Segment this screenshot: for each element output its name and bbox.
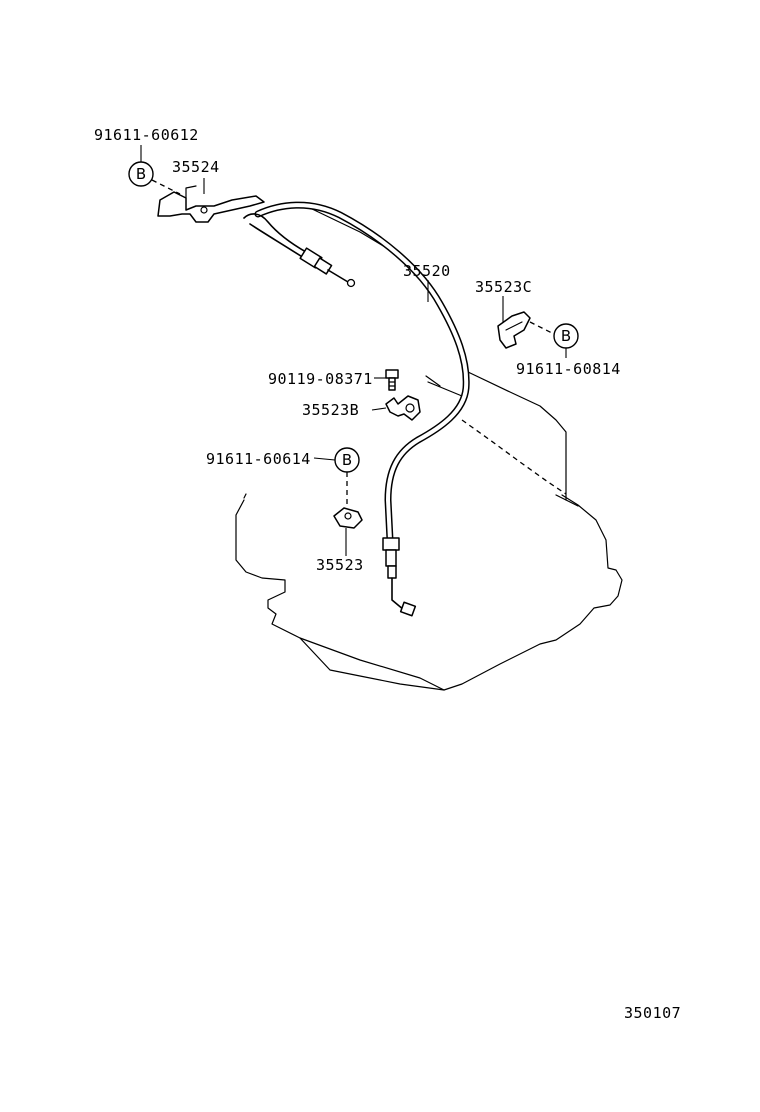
callout-b-2: B — [529, 321, 579, 358]
label-35524: 35524 — [172, 158, 220, 176]
label-90119-08371: 90119-08371 — [268, 370, 373, 388]
transmission-housing — [235, 207, 623, 691]
transmission-control-cable — [243, 201, 470, 617]
callout-b-2-letter: B — [561, 327, 571, 345]
label-35523b: 35523B — [302, 401, 359, 419]
label-91611-60612: 91611-60612 — [94, 126, 199, 144]
clip-35523 — [333, 507, 363, 529]
leader-lines — [203, 178, 504, 556]
callout-b-1-letter: B — [136, 165, 146, 183]
bolt-90119-08371 — [385, 369, 399, 391]
clip-35523c — [497, 311, 531, 349]
callout-b-1: B — [128, 145, 181, 195]
label-91611-60814: 91611-60814 — [516, 360, 621, 378]
label-35520: 35520 — [403, 262, 451, 280]
part-labels: 91611-60612 35524 35520 35523C 91611-608… — [94, 126, 681, 1022]
label-35523c: 35523C — [475, 278, 532, 296]
callout-b-3-letter: B — [342, 451, 352, 469]
bracket-35524 — [157, 185, 265, 223]
clamp-35523b — [385, 395, 421, 421]
label-91611-60614: 91611-60614 — [206, 450, 311, 468]
figure-number: 350107 — [624, 1004, 681, 1022]
label-35523: 35523 — [316, 556, 364, 574]
callout-b-3: B — [313, 447, 360, 508]
